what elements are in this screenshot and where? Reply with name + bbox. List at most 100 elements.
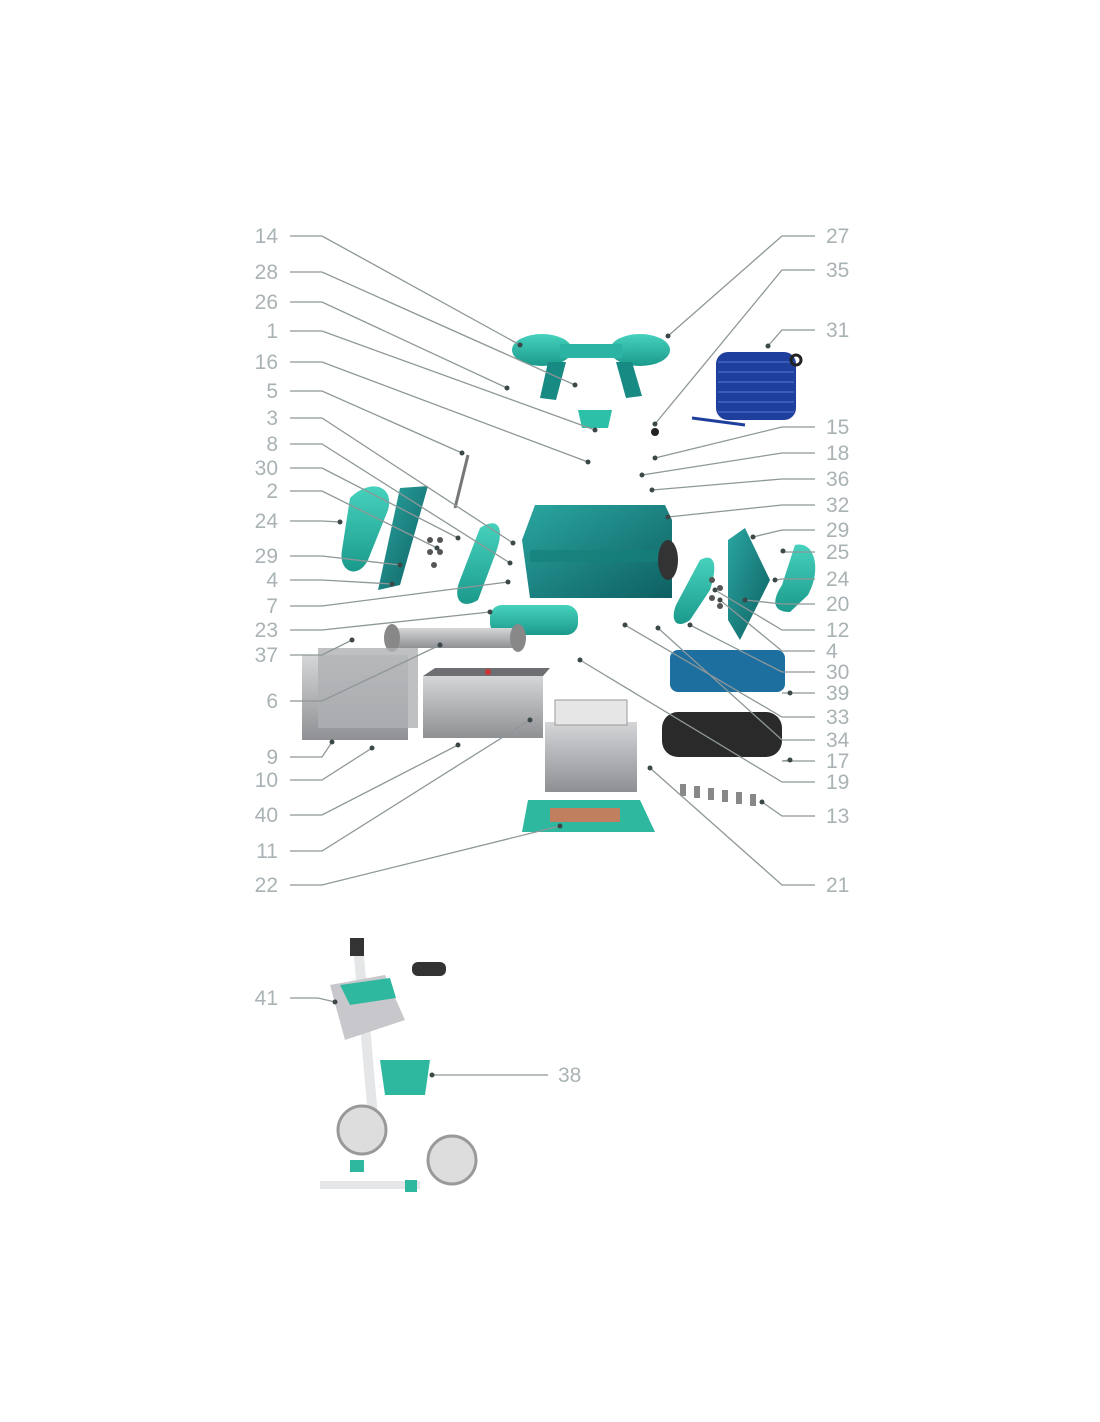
leader-dot [527, 717, 533, 723]
callout-diagram.left_labels.21: 22 [255, 823, 563, 897]
leader-dot [649, 487, 655, 493]
part-number-label: 7 [266, 595, 278, 618]
part-number-label: 12 [826, 619, 849, 642]
leader-line [290, 235, 521, 346]
callout-diagram.left_labels.5: 5 [266, 380, 465, 456]
leader-dot [717, 597, 723, 603]
callout-diagram.left_labels.6: 3 [266, 407, 516, 546]
part-number-label: 33 [826, 706, 849, 729]
part-number-label: 4 [826, 640, 838, 663]
part-number-label: 38 [558, 1064, 581, 1087]
leader-line [290, 520, 341, 523]
leader-dot [622, 622, 628, 628]
part-handle [512, 334, 670, 400]
leader-dot [765, 343, 771, 349]
callout-diagram.right_labels.6: 32 [665, 494, 849, 520]
callout-diagram.left_labels.9: 2 [266, 480, 440, 551]
leader-line [290, 417, 514, 544]
leader-line [654, 426, 815, 459]
leader-dot [329, 739, 335, 745]
leader-line [714, 589, 815, 631]
callout-diagram.right_labels.1: 35 [652, 259, 849, 427]
callout-diagram.right_labels.16: 34 [655, 625, 850, 752]
leader-line [752, 529, 815, 538]
callout-diagram.right_labels.8: 25 [780, 541, 849, 564]
callout-diagram.left_labels.7: 8 [266, 433, 513, 566]
part-number-label: 14 [255, 225, 279, 248]
leader-dot [665, 514, 671, 520]
part-number-label: 9 [266, 746, 278, 769]
leader-dot [349, 637, 355, 643]
leader-dot [429, 1072, 435, 1078]
leader-line [290, 490, 438, 549]
callout-diagram.trolley_labels.1: 38 [429, 1064, 581, 1087]
part-number-label: 30 [826, 661, 849, 684]
part-motor-body [522, 505, 678, 598]
leader-line [689, 624, 815, 673]
callout-diagram.right_labels.17: 17 [781, 750, 849, 773]
leader-line [290, 330, 596, 431]
leader-dot [504, 385, 510, 391]
callout-diagram.right_labels.13: 30 [687, 622, 849, 684]
part-brush-black [662, 712, 782, 757]
callout-diagram.right_labels.19: 13 [759, 799, 849, 828]
part-number-label: 18 [826, 442, 849, 465]
callout-diagram.left_labels.16: 6 [266, 642, 443, 713]
part-number-label: 4 [266, 569, 278, 592]
part-number-label: 34 [826, 729, 850, 752]
leader-dot [712, 587, 718, 593]
part-number-label: 28 [255, 261, 278, 284]
part-side-right [673, 528, 816, 640]
leader-line [290, 443, 511, 564]
leader-line [290, 361, 589, 463]
leader-dot [389, 581, 395, 587]
callout-diagram.left_labels.0: 14 [255, 225, 523, 348]
callout-diagram.left_labels.8: 30 [255, 457, 461, 541]
part-number-label: 37 [255, 644, 278, 667]
leader-line [290, 744, 459, 816]
leader-dot [397, 562, 403, 568]
part-rod [453, 454, 470, 509]
part-number-label: 13 [826, 805, 849, 828]
callout-diagram.right_labels.3: 15 [652, 416, 849, 461]
callout-diagram.right_labels.18: 19 [577, 657, 849, 794]
part-number-label: 20 [826, 593, 849, 616]
part-number-label: 1 [266, 320, 278, 343]
callout-diagram.left_labels.10: 24 [255, 510, 343, 533]
leader-dot [505, 579, 511, 585]
leader-dot [787, 690, 793, 696]
leader-line [290, 825, 561, 886]
leader-line [654, 269, 815, 425]
callout-diagram.left_labels.20: 11 [256, 717, 533, 863]
leader-dot [639, 472, 645, 478]
part-number-label: 10 [255, 769, 278, 792]
part-number-label: 3 [266, 407, 278, 430]
leader-dot [592, 427, 598, 433]
part-number-label: 2 [266, 480, 278, 503]
leader-dot [647, 765, 653, 771]
part-trolley [320, 938, 478, 1192]
part-number-label: 5 [266, 380, 278, 403]
part-roller-teal [490, 605, 578, 635]
leader-dot [487, 609, 493, 615]
leader-line [290, 997, 336, 1003]
leader-line [624, 624, 815, 718]
leader-dot [572, 382, 578, 388]
part-number-label: 35 [826, 259, 849, 282]
leader-line [651, 478, 815, 491]
leader-line [290, 301, 508, 389]
part-number-label: 11 [256, 840, 278, 863]
part-number-label: 19 [826, 771, 849, 794]
part-cap [578, 410, 612, 428]
callout-diagram.right_labels.4: 18 [639, 442, 849, 478]
part-number-label: 25 [826, 541, 849, 564]
callout-diagram.right_labels.9: 24 [772, 568, 850, 591]
leader-line [290, 741, 333, 758]
leader-line [290, 579, 393, 585]
callout-diagram.right_labels.15: 33 [622, 622, 849, 729]
part-number-label: 15 [826, 416, 849, 439]
callout-diagram.left_labels.12: 4 [266, 569, 395, 592]
leader-dot [459, 450, 465, 456]
leader-dot [652, 421, 658, 427]
